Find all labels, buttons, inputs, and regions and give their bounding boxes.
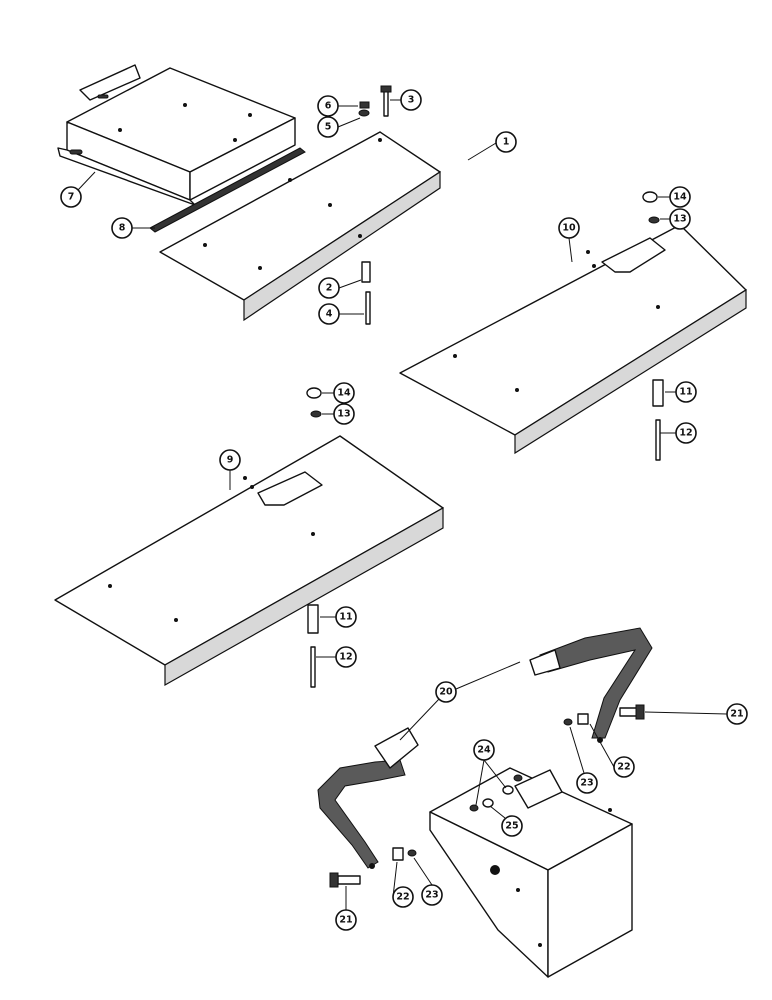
svg-text:12: 12 [339, 652, 352, 663]
svg-text:11: 11 [339, 612, 352, 623]
svg-text:3: 3 [408, 95, 415, 106]
svg-text:20: 20 [439, 687, 453, 698]
svg-text:13: 13 [337, 409, 350, 420]
leader-lines [77, 99, 728, 910]
svg-text:7: 7 [68, 192, 75, 203]
mount-box-part-7 [57, 64, 296, 206]
panel-part-9 [54, 435, 444, 687]
svg-text:23: 23 [580, 778, 593, 789]
callout-4: 4 [318, 303, 340, 325]
seal-strip-part-8 [149, 147, 306, 233]
svg-text:21: 21 [730, 709, 743, 720]
svg-text:5: 5 [325, 122, 332, 133]
svg-text:24: 24 [477, 745, 491, 756]
callout-25: 25 [501, 815, 523, 837]
callout-11-left: 11 [335, 606, 357, 628]
callout-24: 24 [473, 739, 495, 761]
callout-22-right: 22 [613, 756, 635, 778]
svg-text:8: 8 [119, 223, 126, 234]
callout-7: 7 [60, 186, 82, 208]
svg-text:22: 22 [396, 892, 409, 903]
svg-text:4: 4 [326, 309, 333, 320]
svg-text:11: 11 [679, 387, 692, 398]
callout-11-right: 11 [675, 381, 697, 403]
svg-text:14: 14 [337, 388, 351, 399]
callout-2: 2 [318, 277, 340, 299]
callout-14-right: 14 [669, 186, 691, 208]
callout-22-left: 22 [392, 886, 414, 908]
seat-belt-assembly [317, 627, 653, 978]
callout-5: 5 [317, 116, 339, 138]
svg-text:1: 1 [503, 137, 510, 148]
panel-part-10 [399, 224, 747, 455]
callout-13-right: 13 [669, 208, 691, 230]
callout-20: 20 [435, 681, 457, 703]
callout-3: 3 [400, 89, 422, 111]
svg-text:2: 2 [326, 283, 333, 294]
svg-text:10: 10 [562, 223, 576, 234]
callout-12-right: 12 [675, 422, 697, 444]
svg-text:9: 9 [227, 455, 234, 466]
callout-14-left: 14 [333, 382, 355, 404]
callout-21-right: 21 [726, 703, 748, 725]
callout-23-right: 23 [576, 772, 598, 794]
callout-1: 1 [495, 131, 517, 153]
callout-23-left: 23 [421, 884, 443, 906]
svg-text:21: 21 [339, 915, 352, 926]
panel-part-1 [159, 131, 441, 322]
callout-9: 9 [219, 449, 241, 471]
svg-text:22: 22 [617, 762, 630, 773]
callout-6: 6 [317, 95, 339, 117]
svg-text:12: 12 [679, 428, 692, 439]
callout-13-left: 13 [333, 403, 355, 425]
callout-8: 8 [111, 217, 133, 239]
svg-text:25: 25 [505, 821, 518, 832]
svg-text:14: 14 [673, 192, 687, 203]
svg-text:23: 23 [425, 890, 438, 901]
callout-10: 10 [558, 217, 580, 239]
callout-21-left: 21 [335, 909, 357, 931]
svg-text:6: 6 [325, 101, 332, 112]
callout-12-left: 12 [335, 646, 357, 668]
hardware [306, 85, 664, 688]
svg-text:13: 13 [673, 214, 686, 225]
